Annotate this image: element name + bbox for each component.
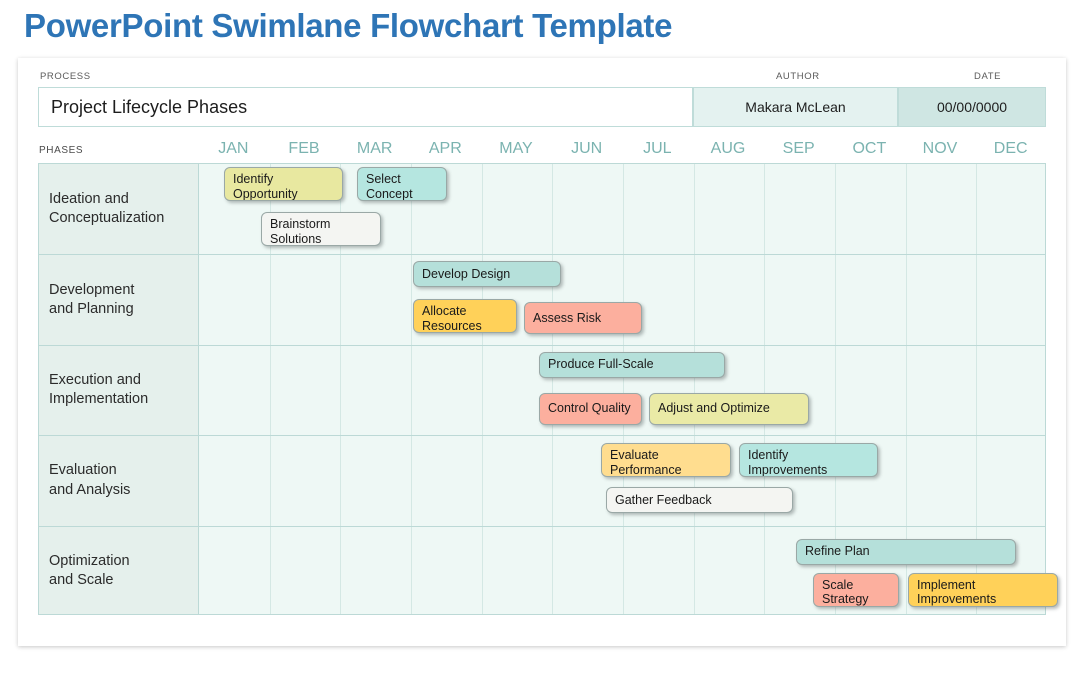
task-bar[interactable]: Evaluate Performance [601,443,731,478]
grid-column-line [693,164,695,614]
grid-column-line [905,164,907,614]
month-header-jun: JUN [571,140,603,157]
task-bar[interactable]: Assess Risk [524,302,642,335]
task-bar[interactable]: Identify Opportunity [224,167,343,201]
month-header-dec: DEC [993,140,1028,157]
grid-column-line [623,164,624,614]
task-bar[interactable]: Identify Improvements [739,443,878,478]
lane-label-column [39,164,199,614]
grid-column-line [269,164,271,614]
lane-label-2: Development and Planning [49,281,135,317]
task-bar[interactable]: Gather Feedback [606,487,793,514]
month-header-sep: SEP [782,140,815,157]
author-label: AUTHOR [776,71,820,82]
month-header-feb: FEB [288,140,320,157]
process-label: PROCESS [40,71,91,82]
flowchart-card: PROCESS AUTHOR DATE Project Lifecycle Ph… [18,58,1066,646]
grid-column-line [835,164,836,614]
grid-column-line [481,164,483,614]
month-header-jul: JUL [643,140,672,157]
date-label: DATE [974,71,1002,82]
lane-label-1: Ideation and Conceptualization [49,191,165,227]
task-bar[interactable]: Control Quality [539,392,642,425]
month-header-row: PHASES JAN FEB MAR APR MAY JUN JUL AUG SEP OCT NOV… [38,140,1066,162]
grid-row-line [39,525,1045,527]
task-bar[interactable]: Scale Strategy [813,572,899,607]
task-bar[interactable]: Implement Improvements [908,572,1058,607]
task-bar[interactable]: Produce Full-Scale [539,351,725,378]
author-field[interactable]: Makara McLean [693,87,898,127]
page-title: PowerPoint Swimlane Flowchart Template [24,7,673,44]
grid-row-line [39,254,1045,256]
month-header-apr: APR [428,140,462,157]
phases-label: PHASES [39,145,84,156]
task-bar[interactable]: Develop Design [413,261,561,288]
task-bar[interactable]: Refine Plan [796,538,1016,565]
date-field[interactable]: 00/00/0000 [898,87,1046,127]
task-bar[interactable]: Select Concept [357,167,447,201]
month-header-oct: OCT [852,140,887,157]
grid-column-line [411,164,412,614]
month-header-mar: MAR [356,140,393,157]
grid-column-line [764,164,766,614]
meta-header: PROCESS AUTHOR DATE Project Lifecycle Ph… [38,71,1046,131]
grid-column-line [340,164,342,614]
lane-label-5: Optimization and Scale [49,552,130,588]
grid-column-line [976,164,978,614]
month-header-may: MAY [499,140,533,157]
month-header-jan: JAN [218,140,249,157]
grid-row-line [39,435,1045,437]
lane-label-4: Evaluation and Analysis [49,462,131,498]
lane-label-3: Execution and Implementation [49,372,149,408]
task-bar[interactable]: Brainstorm Solutions [261,212,381,246]
grid-row-line [39,344,1045,346]
task-bar[interactable]: Adjust and Optimize [649,392,809,425]
grid-column-line [552,164,554,614]
task-bar[interactable]: Allocate Resources [413,299,517,334]
month-header-aug: AUG [710,140,746,157]
month-header-nov: NOV [922,140,958,157]
process-field[interactable]: Project Lifecycle Phases [38,87,693,127]
